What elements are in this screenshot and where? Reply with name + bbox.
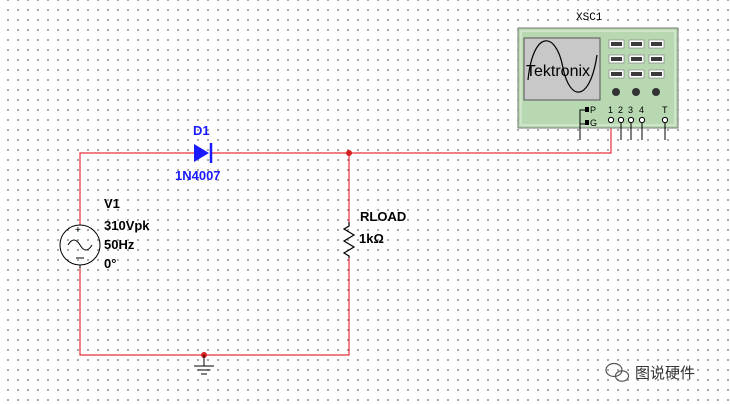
source-ref-label: V1: [104, 196, 120, 211]
wires: [79, 122, 612, 356]
scope-terminal-t: T: [662, 105, 668, 115]
scope-terminal-pins: [607, 116, 669, 124]
diode-part-label: 1N4007: [175, 168, 221, 183]
load-ref-label: RLOAD: [360, 209, 406, 224]
plus-terminal-icon: +: [75, 225, 81, 236]
scope-knobs: [612, 88, 660, 96]
watermark: 图说硬件: [605, 362, 695, 382]
scope-probe-stubs: [579, 123, 666, 140]
scope-terminal-g: G: [590, 118, 597, 128]
sine-wave-icon: [67, 239, 93, 251]
resistor-rload[interactable]: [342, 222, 356, 258]
source-amplitude-label: 310Vpk: [104, 218, 150, 233]
wire-diode-to-load[interactable]: [212, 152, 350, 222]
diode-d1[interactable]: [194, 143, 213, 163]
ac-source-v1[interactable]: +: [59, 224, 101, 268]
wire-node-to-scope[interactable]: [349, 122, 612, 154]
watermark-text: 图说硬件: [635, 364, 695, 382]
load-value-label: 1kΩ: [359, 231, 384, 246]
scope-trace-icon: [527, 40, 598, 93]
scope-terminal-1: 1: [608, 105, 613, 115]
source-frequency-label: 50Hz: [104, 237, 135, 252]
scope-terminal-p: P: [590, 105, 596, 115]
scope-terminal-3: 3: [628, 105, 633, 115]
scope-terminal-4: 4: [639, 105, 644, 115]
scope-button-grid-inner: [611, 42, 662, 76]
scope-terminal-2: 2: [618, 105, 623, 115]
source-phase-label: 0°: [104, 256, 116, 271]
wire-source-to-diode[interactable]: [79, 152, 194, 225]
junction-node-top[interactable]: [346, 150, 352, 156]
wire-load-to-ground[interactable]: [79, 258, 350, 356]
oscilloscope-xsc1[interactable]: Tektronix: [517, 27, 679, 129]
ground-symbol[interactable]: [194, 355, 214, 375]
scope-brand-label: Tektronix: [526, 63, 590, 80]
scope-probe-bracket: [579, 109, 585, 125]
diode-ref-label: D1: [193, 123, 210, 138]
scope-ref-label: XSC1: [576, 12, 603, 24]
wechat-icon: [605, 362, 630, 382]
